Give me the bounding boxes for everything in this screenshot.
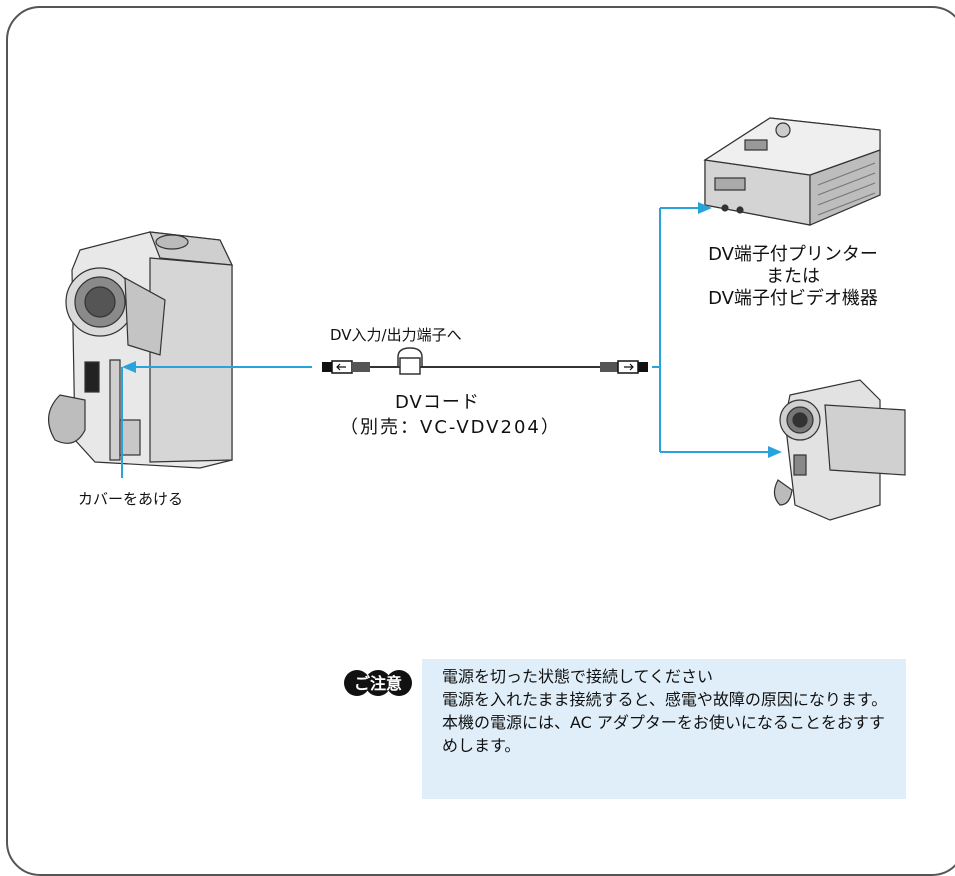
caution-title: 電源を切った状態で接続してください	[442, 667, 714, 686]
cover-label: カバーをあける	[78, 490, 184, 508]
printer-label-line1: DV端子付プリンター	[708, 244, 878, 265]
caution-box: 電源を切った状態で接続してください 電源を入れたまま接続すると、感電や故障の原因…	[422, 659, 906, 799]
caution-line2: 本機の電源には、AC アダプターをお使いになることをおすすめします。	[442, 713, 885, 755]
dv-port-label: DV入力/出力端子へ	[330, 326, 462, 344]
printer-label-line3: DV端子付ビデオ機器	[708, 288, 878, 309]
connection-diagram	[48, 117, 906, 521]
printer-label-line2: または	[766, 266, 820, 287]
caution-badge: ご注意	[344, 670, 412, 696]
cord-name-label: DVコード	[395, 392, 480, 413]
caution-badge-text: ご注意	[354, 674, 402, 693]
camcorder-right-illustration	[773, 379, 906, 521]
connection-arrows	[122, 202, 782, 458]
dv-cord-illustration	[322, 347, 648, 375]
printer-illustration	[703, 117, 881, 226]
printer-label: DV端子付プリンター または DV端子付ビデオ機器	[688, 244, 898, 310]
cord-model-label: （別売：VC-VDV204）	[340, 417, 561, 438]
camcorder-left-illustration	[48, 231, 234, 469]
caution-line1: 電源を入れたまま接続すると、感電や故障の原因になります。	[442, 690, 888, 709]
